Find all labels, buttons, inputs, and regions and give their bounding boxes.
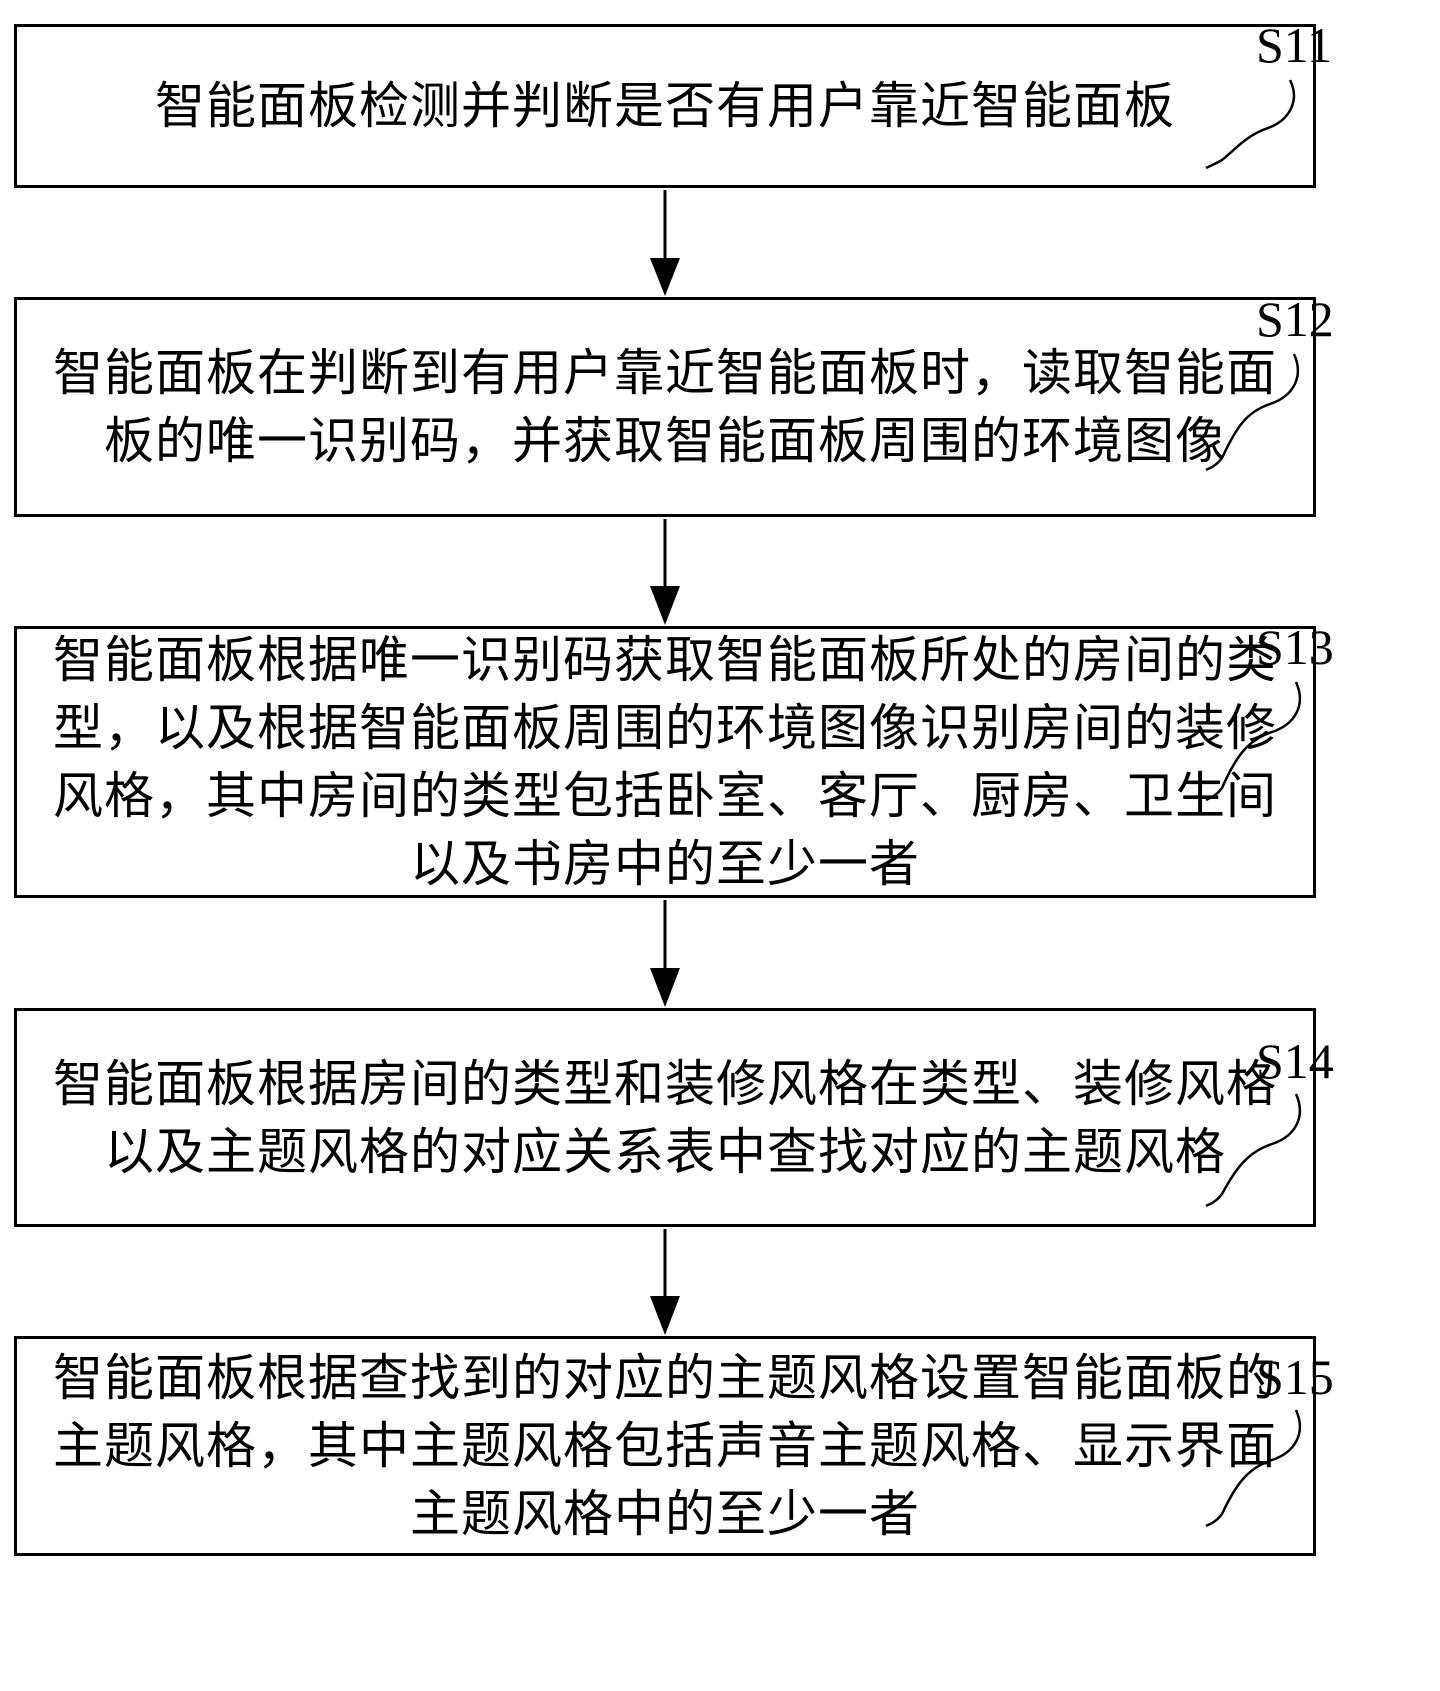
arrow-s13-s14 (650, 900, 680, 1007)
leader-line-s14 (1205, 1093, 1302, 1208)
step-box-s11: 智能面板检测并判断是否有用户靠近智能面板 (14, 24, 1316, 188)
arrow-s14-s15 (650, 1229, 680, 1335)
step-box-s14: 智能面板根据房间的类型和装修风格在类型、装修风格以及主题风格的对应关系表中查找对… (14, 1008, 1316, 1227)
step-box-s13: 智能面板根据唯一识别码获取智能面板所处的房间的类型，以及根据智能面板周围的环境图… (14, 626, 1316, 898)
step-label-s12: S12 (1256, 291, 1334, 347)
step-text-s14: 智能面板根据房间的类型和装修风格在类型、装修风格以及主题风格的对应关系表中查找对… (53, 1054, 1277, 1181)
step-text-s12: 智能面板在判断到有用户靠近智能面板时，读取智能面板的唯一识别码，并获取智能面板周… (53, 344, 1277, 470)
step-text-s15: 智能面板根据查找到的对应的主题风格设置智能面板的主题风格，其中主题风格包括声音主… (53, 1349, 1277, 1543)
step-label-s13: S13 (1256, 619, 1334, 675)
leader-line-s12 (1205, 353, 1300, 472)
leader-line-s15 (1205, 1409, 1302, 1528)
arrow-s11-s12 (650, 190, 680, 296)
step-label-s14: S14 (1256, 1033, 1334, 1089)
step-box-s15: 智能面板根据查找到的对应的主题风格设置智能面板的主题风格，其中主题风格包括声音主… (14, 1336, 1316, 1556)
step-box-s12: 智能面板在判断到有用户靠近智能面板时，读取智能面板的唯一识别码，并获取智能面板周… (14, 297, 1316, 517)
step-text-s13: 智能面板根据唯一识别码获取智能面板所处的房间的类型，以及根据智能面板周围的环境图… (53, 631, 1277, 893)
leader-line-s11 (1205, 79, 1296, 170)
arrow-s12-s13 (650, 519, 680, 625)
step-label-s11: S11 (1256, 17, 1332, 73)
leader-line-s13 (1205, 681, 1302, 802)
step-text-s11: 智能面板检测并判断是否有用户靠近智能面板 (155, 77, 1175, 135)
step-label-s15: S15 (1256, 1349, 1334, 1405)
